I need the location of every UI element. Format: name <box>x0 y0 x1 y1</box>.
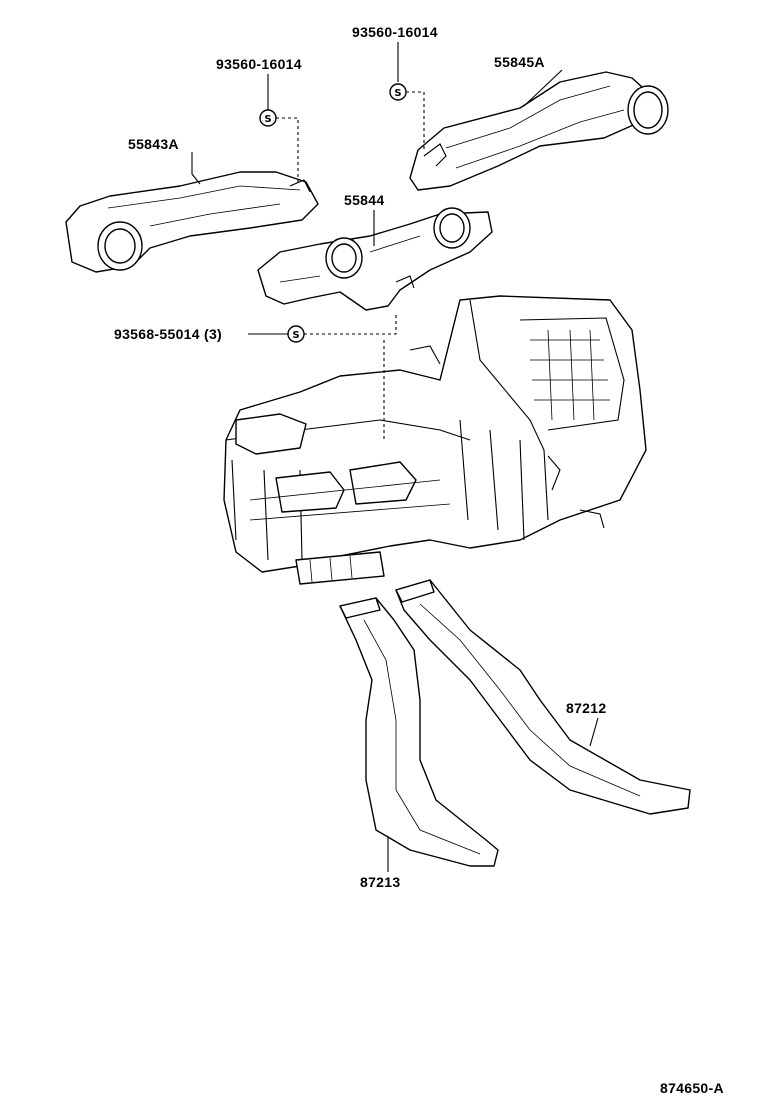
label-screw-top-left: 93560-16014 <box>216 56 302 72</box>
screw-symbol-top-left: S <box>259 109 277 127</box>
screw-symbol-text: S <box>264 114 271 125</box>
label-duct-87213: 87213 <box>360 874 401 890</box>
label-screw-center: 93568-55014 (3) <box>114 326 223 342</box>
screw-symbol-center: S <box>287 325 305 343</box>
duct-87213 <box>339 597 499 867</box>
label-screw-top-right: 93560-16014 <box>352 24 438 40</box>
duct-87212 <box>395 579 691 815</box>
label-duct-55843a: 55843A <box>128 136 179 152</box>
heater-unit <box>223 295 647 585</box>
duct-55843a <box>65 171 319 273</box>
screw-symbol-text: S <box>394 88 401 99</box>
duct-55845a <box>409 71 669 191</box>
label-duct-55845a: 55845A <box>494 54 545 70</box>
screw-symbol-text: S <box>292 330 299 341</box>
screw-symbol-top-right: S <box>389 83 407 101</box>
label-duct-87212: 87212 <box>566 700 607 716</box>
leader-lines <box>191 42 599 872</box>
label-duct-55844: 55844 <box>344 192 385 208</box>
duct-55844 <box>257 207 493 311</box>
diagram-id: 874650-A <box>660 1080 724 1096</box>
